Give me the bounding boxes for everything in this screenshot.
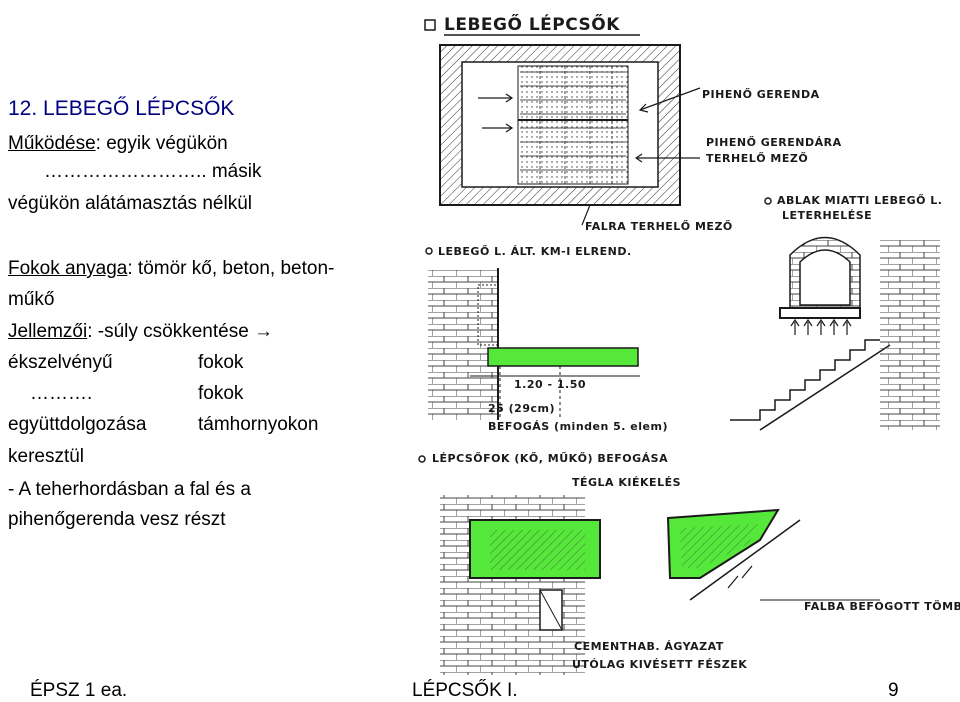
detail-section: [440, 495, 601, 675]
section-view: [428, 268, 640, 420]
sketch-heading: LEBEGŐ LÉPCSŐK: [444, 13, 620, 35]
label-landing-zone-2: TERHELŐ MEZŐ: [706, 151, 808, 165]
label-fixing: BEFOGÁS (minden 5. elem): [488, 420, 668, 433]
working-text: : egyik végükön: [95, 133, 228, 154]
dim-depth: 25 (29cm): [488, 402, 555, 415]
label-window-1: ABLAK MIATTI LEBEGŐ L.: [777, 193, 942, 207]
footer-center: LÉPCSŐK I.: [412, 680, 518, 701]
dim-width: 1.20 - 1.50: [514, 378, 586, 391]
jewel-text: ékszelvényű: [8, 352, 113, 373]
label-cement-1: CEMENTHAB. ÁGYAZAT: [574, 640, 724, 653]
bullet-circle-icon: [425, 247, 433, 255]
label-cement-2: UTÓLAG KIVÉSETT FÉSZEK: [572, 658, 747, 671]
cooperation-text: együttdolgozása: [8, 414, 147, 435]
detail-triangle: [666, 508, 880, 601]
features-label: Jellemzői: [8, 321, 88, 342]
through-text: keresztül: [8, 446, 85, 467]
working-line: Működése: egyik végükön: [8, 133, 228, 155]
steps-text-1: fokok: [198, 352, 244, 373]
bearing-text: támhornyokon: [198, 414, 319, 435]
features-text: : -súly csökkentése →: [87, 321, 274, 342]
label-landing-beam: PIHENŐ GERENDA: [702, 87, 820, 101]
bullet-circle-icon: [418, 455, 426, 463]
material-line: Fokok anyaga: tömör kő, beton, beton-: [8, 258, 334, 280]
wall-line-2: pihenőgerenda vesz részt: [8, 509, 226, 530]
label-general: LEBEGŐ L. ÁLT. KM-I ELREND.: [438, 244, 632, 258]
plan-view: [439, 44, 681, 206]
footer-left: ÉPSZ 1 ea.: [30, 680, 128, 701]
bullet-box-icon: [424, 19, 436, 31]
steps-text-2: fokok: [198, 383, 244, 404]
slide-title: 12. LEBEGŐ LÉPCSŐK: [8, 97, 235, 120]
page-number: 9: [888, 680, 899, 701]
material-label: Fokok anyaga: [8, 258, 128, 279]
material-cont: műkő: [8, 289, 55, 310]
label-step-fix: LÉPCSŐFOK (KŐ, MŰKŐ) BEFOGÁSA: [432, 451, 668, 465]
label-brick: TÉGLA KIÉKELÉS: [572, 476, 681, 489]
window-elevation: [730, 236, 940, 431]
label-window-2: LETERHELÉSE: [782, 209, 872, 222]
bullet-circle-icon: [764, 197, 772, 205]
blank-other-end: …………………….. másik: [44, 161, 262, 182]
working-label: Működése: [8, 133, 96, 154]
label-landing-zone-1: PIHENŐ GERENDÁRA: [706, 135, 842, 149]
label-wall-zone: FALRA TERHELŐ MEZŐ: [585, 219, 733, 233]
label-wall-block: FALBA BEFOGOTT TÖMB: [804, 599, 960, 613]
wall-line-1: - A teherhordásban a fal és a: [8, 479, 251, 500]
features-line: Jellemzői: -súly csökkentése →: [8, 321, 273, 343]
unsupported-text: végükön alátámasztás nélkül: [8, 193, 252, 214]
material-text: : tömör kő, beton, beton-: [127, 258, 335, 279]
step-highlight: [487, 347, 639, 367]
blank-short: ……….: [30, 383, 93, 404]
